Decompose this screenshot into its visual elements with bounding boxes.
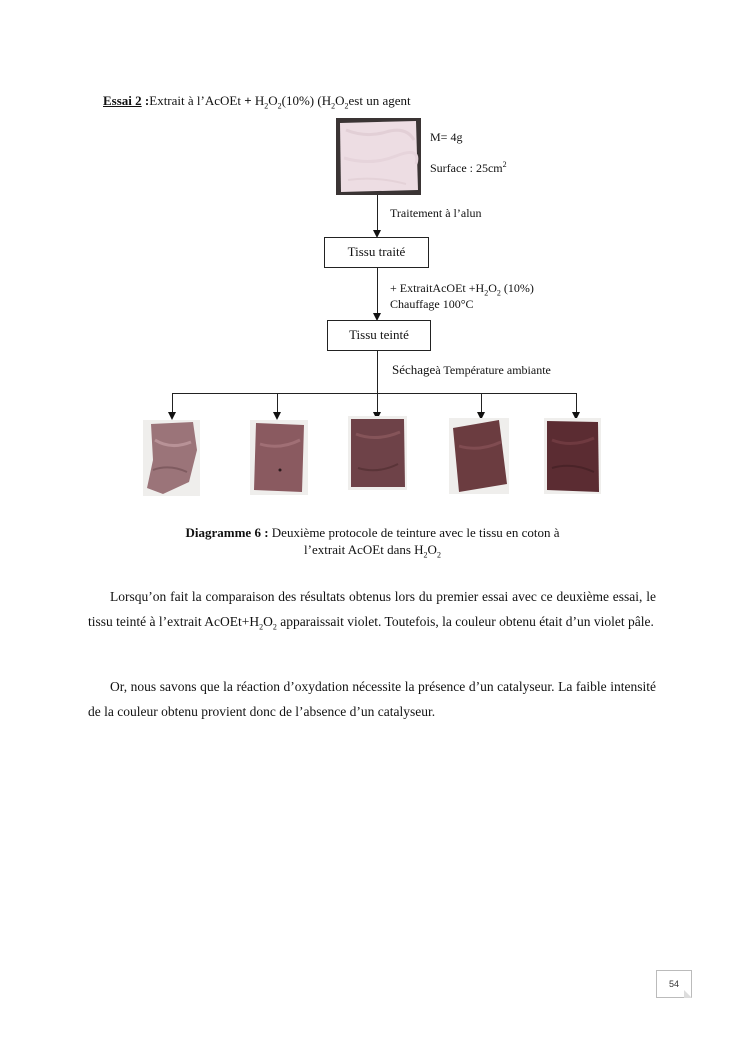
arrow-down-icon — [273, 412, 281, 420]
dyed-fabric-image-2 — [250, 420, 308, 495]
heading-text: O — [268, 93, 278, 108]
subscript: 2 — [277, 101, 282, 111]
step-dye-label: + ExtraitAcOEt +H2O2 (10%) — [390, 281, 534, 298]
heading-text: O — [335, 93, 345, 108]
subscript: 2 — [264, 101, 269, 111]
heading-plus: + — [244, 93, 252, 108]
drying-text: Séchage — [392, 362, 436, 377]
caption-text: O — [427, 542, 437, 557]
arrow-down-icon — [373, 230, 381, 238]
step-drying-label: Séchageà Température ambiante — [392, 362, 551, 378]
subscript: 2 — [496, 288, 501, 298]
dyed-fabric-image-5 — [544, 418, 601, 494]
tissu-traite-box: Tissu traité — [324, 237, 429, 268]
surface-text: Surface : 25cm — [430, 161, 503, 175]
heading-text: (10%) (H — [281, 93, 332, 108]
arrow-down-icon — [477, 412, 485, 420]
heading-text: est un agent — [348, 93, 411, 108]
arrow-down-icon — [572, 412, 580, 420]
flow-line — [377, 351, 378, 394]
paragraph-text: Lorsqu’on fait la comparaison des résult… — [88, 589, 656, 629]
caption-label: Diagramme 6 : — [185, 525, 269, 540]
subscript: 2 — [436, 550, 441, 560]
step-treatment-label: Traitement à l’alun — [390, 206, 482, 220]
paragraph-2: Or, nous savons que la réaction d’oxydat… — [88, 679, 656, 719]
fabric-swatch — [147, 422, 197, 494]
fabric-swatch — [547, 421, 599, 492]
tissu-teinte-box: Tissu teinté — [327, 320, 431, 351]
branch-drop — [277, 393, 278, 413]
page-number-box: 54 — [656, 970, 692, 998]
diagram-caption: Diagramme 6 : Deuxième protocole de tein… — [0, 524, 745, 560]
paragraph-1: Lorsqu’on fait la comparaison des résult… — [88, 584, 656, 634]
subscript: 2 — [344, 101, 349, 111]
branch-drop — [172, 393, 173, 413]
step-heating-label: Chauffage 100°C — [390, 297, 474, 311]
page-fold-icon — [684, 990, 692, 998]
arrow-down-icon — [373, 313, 381, 321]
section-heading: Essai 2 :Extrait à l’AcOEt + H2O2(10%) (… — [103, 93, 411, 111]
subscript: 2 — [259, 622, 264, 632]
subscript: 2 — [272, 622, 277, 632]
caption-text: Deuxième protocole de teinture avec le t… — [268, 525, 560, 540]
subscript: 2 — [484, 288, 489, 298]
superscript: 2 — [502, 160, 507, 169]
arrow-down-icon — [168, 412, 176, 420]
branch-drop — [576, 393, 577, 413]
surface-label: Surface : 25cm2 — [430, 161, 507, 176]
subscript: 2 — [423, 550, 428, 560]
dyed-fabric-image-3 — [348, 416, 407, 490]
fabric-swatch — [453, 420, 507, 492]
heading-text: H — [251, 93, 265, 108]
mass-label: M= 4g — [430, 130, 463, 144]
step-text: (10%) — [500, 281, 534, 295]
fabric-swatch — [351, 419, 405, 487]
page-number: 54 — [668, 979, 679, 989]
essai-label: Essai 2 — [103, 93, 142, 108]
fabric-swatch — [254, 423, 304, 492]
flow-line — [377, 195, 378, 232]
heading-colon: : — [141, 93, 150, 108]
branch-line — [172, 393, 576, 394]
drying-text: à Température ambiante — [435, 363, 551, 377]
dyed-fabric-image-1 — [143, 420, 200, 496]
step-text: + ExtraitAcOEt +H — [390, 281, 485, 295]
heading-text: Extrait à l’AcOEt — [149, 93, 245, 108]
flow-line — [377, 268, 378, 315]
caption-text: l’extrait AcOEt dans H — [304, 542, 424, 557]
branch-drop — [377, 393, 378, 413]
subscript: 2 — [331, 101, 336, 111]
step-text: O — [488, 281, 497, 295]
dyed-fabric-image-4 — [449, 418, 509, 494]
white-fabric-image — [336, 118, 421, 195]
branch-drop — [481, 393, 482, 413]
paragraph-text: O — [263, 614, 273, 629]
paragraph-text: apparaissait violet. Toutefois, la coule… — [276, 614, 654, 629]
